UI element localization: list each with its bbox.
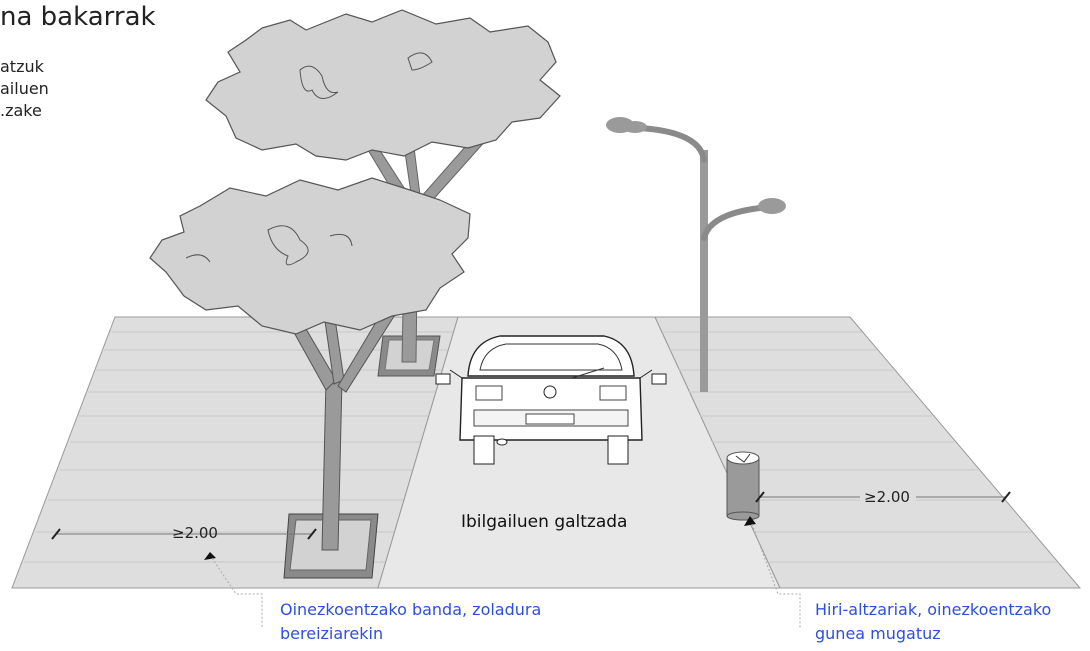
left-callout-line-2: bereiziarekin [280,624,384,643]
intro-line-2: ailuen [0,79,49,98]
right-dimension-label: ≥2.00 [864,488,910,506]
back-tree [205,9,561,377]
left-dimension-line [51,528,317,540]
right-callout-line-2: gunea mugatuz [815,624,941,643]
intro-line-3: zake. [0,101,42,120]
road-label: Ibilgailuen galtzada [461,512,627,532]
car [435,335,667,465]
page-title: na bakarrak [0,2,156,32]
right-callout: Hiri-altzariak, oinezkoentzako gunea mug… [815,598,1090,646]
left-callout-line-1: Oinezkoentzako banda, zoladura [280,600,542,619]
right-dimension-label-bg [860,486,916,508]
left-callout-leader [204,552,263,628]
right-callout-line-1: Hiri-altzariak, oinezkoentzako [815,600,1052,619]
street-lamp [606,117,786,392]
front-tree [149,177,471,579]
litter-bin [726,451,760,521]
left-callout: Oinezkoentzako banda, zoladura bereiziar… [280,598,620,646]
intro-text: atzuk ailuen zake. [0,56,112,122]
left-dimension-label: ≥2.00 [172,524,218,542]
intro-line-1: atzuk [0,57,44,76]
right-callout-leader [744,516,801,628]
